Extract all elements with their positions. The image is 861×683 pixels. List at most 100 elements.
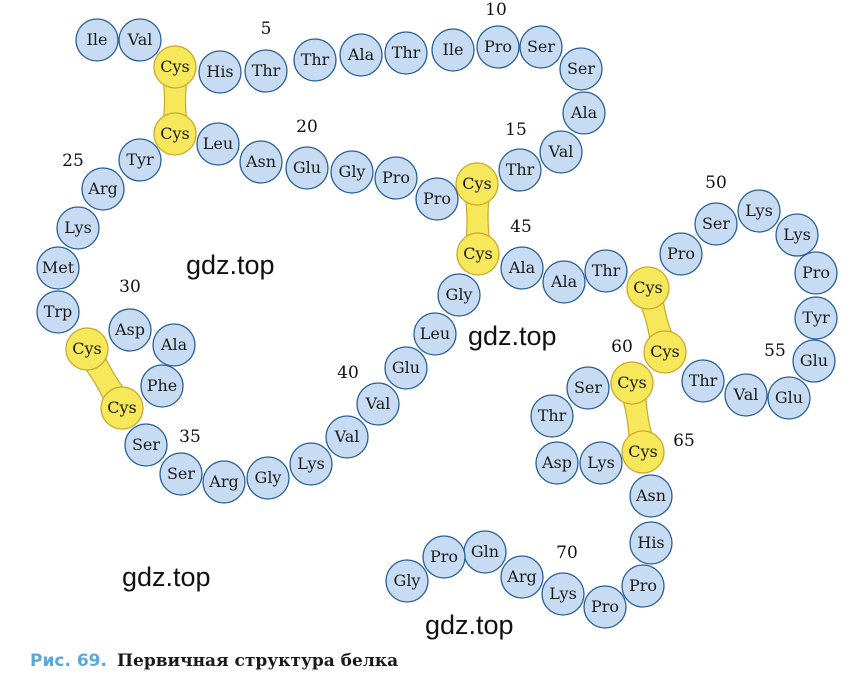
residue-label: Val xyxy=(127,30,153,49)
residue-label: Glu xyxy=(392,358,420,377)
residue-label: Ser xyxy=(574,378,602,397)
residue-label: Glu xyxy=(775,388,803,407)
residue-bead xyxy=(384,346,428,390)
position-number-65: 65 xyxy=(673,431,695,451)
residue-bead xyxy=(152,323,196,367)
residue-cys60: Cys xyxy=(610,361,654,405)
residue-bead xyxy=(246,456,290,500)
residue-pro49: Pro xyxy=(659,232,703,276)
residue-label: Pro xyxy=(430,547,458,566)
residue-label: Val xyxy=(334,427,360,446)
residue-label: Cys xyxy=(628,442,658,461)
watermark-text: gdz.top xyxy=(425,610,514,640)
residue-label: Ser xyxy=(132,435,160,454)
residue-label: Thr xyxy=(689,371,718,390)
residue-tyr24: Tyr xyxy=(118,138,162,182)
residue-pro10: Pro xyxy=(476,25,520,69)
residue-bead xyxy=(519,25,563,69)
watermark-text: gdz.top xyxy=(468,321,557,351)
residue-label: Glu xyxy=(800,351,828,370)
residue-bead xyxy=(629,521,673,565)
residue-label: His xyxy=(637,533,664,552)
residue-label: Gln xyxy=(471,542,499,561)
figure-caption: Рис. 69. Первичная структура белка xyxy=(30,651,398,671)
residue-bead xyxy=(539,130,583,174)
residue-bead xyxy=(431,28,475,72)
residue-label: Asp xyxy=(114,320,145,339)
residue-leu22: Leu xyxy=(196,122,240,166)
residue-label: Asn xyxy=(635,486,666,505)
residue-bead xyxy=(289,442,333,486)
residue-label: Ala xyxy=(570,103,598,122)
residue-asp30: Asp xyxy=(108,308,152,352)
residue-bead xyxy=(476,25,520,69)
residue-bead xyxy=(583,585,627,629)
residue-bead xyxy=(325,415,369,459)
residue-bead xyxy=(498,148,542,192)
residue-label: Ser xyxy=(167,464,195,483)
residue-cys16: Cys xyxy=(455,162,499,206)
residue-bead xyxy=(422,535,466,579)
residue-bead xyxy=(285,146,329,190)
cysteine-bead xyxy=(626,266,670,310)
residue-bead xyxy=(437,273,481,317)
residue-glu41: Glu xyxy=(384,346,428,390)
residue-cys3: Cys xyxy=(153,45,197,89)
residue-gln72: Gln xyxy=(463,530,507,574)
residue-label: Lys xyxy=(783,225,811,244)
residue-bead xyxy=(293,38,337,82)
residue-ser34: Ser xyxy=(124,423,168,467)
residue-ile9: Ile xyxy=(431,28,475,72)
position-number-15: 15 xyxy=(505,120,527,140)
cysteine-bead xyxy=(621,430,665,474)
residue-label: Ser xyxy=(527,37,555,56)
residue-label: Ala xyxy=(550,272,578,291)
residue-bead xyxy=(659,232,703,276)
residue-bead xyxy=(541,572,585,616)
residue-lys38: Lys xyxy=(289,442,333,486)
residue-label: Cys xyxy=(633,278,663,297)
residue-bead xyxy=(535,441,579,485)
residue-label: Val xyxy=(365,394,391,413)
residue-bead xyxy=(629,474,673,518)
residue-bead xyxy=(385,559,429,603)
residue-lys70: Lys xyxy=(541,572,585,616)
residue-bead xyxy=(124,423,168,467)
residue-label: Gly xyxy=(255,468,282,487)
residue-ser11: Ser xyxy=(519,25,563,69)
residue-tyr54: Tyr xyxy=(794,296,838,340)
residue-pro53: Pro xyxy=(794,251,838,295)
position-number-20: 20 xyxy=(296,117,318,137)
residue-lys52: Lys xyxy=(775,213,819,257)
residue-label: Cys xyxy=(462,174,492,193)
residue-lys26: Lys xyxy=(56,206,100,250)
residue-bead xyxy=(108,308,152,352)
residue-bead xyxy=(118,138,162,182)
residue-label: Thr xyxy=(592,261,621,280)
residue-cys65: Cys xyxy=(621,430,665,474)
residue-label: Gly xyxy=(339,162,366,181)
residue-label: Ser xyxy=(702,214,730,233)
residue-glu20: Glu xyxy=(285,146,329,190)
residue-label: Cys xyxy=(650,342,680,361)
residue-label: Pro xyxy=(484,37,512,56)
residue-arg36: Arg xyxy=(202,460,246,504)
residue-label: Lys xyxy=(745,201,773,220)
position-number-40: 40 xyxy=(337,363,359,383)
position-number-25: 25 xyxy=(62,151,84,171)
residue-bead xyxy=(159,452,203,496)
residue-thr6: Thr xyxy=(293,38,337,82)
residue-bead xyxy=(202,460,246,504)
residue-bead xyxy=(374,156,418,200)
residue-bead xyxy=(792,339,836,383)
position-number-5: 5 xyxy=(261,19,272,39)
residue-thr15: Thr xyxy=(498,148,542,192)
residue-arg25: Arg xyxy=(81,167,125,211)
residue-label: Asn xyxy=(245,152,276,171)
residue-ala7: Ala xyxy=(339,33,383,77)
residue-his67: His xyxy=(629,521,673,565)
position-number-30: 30 xyxy=(119,277,141,297)
